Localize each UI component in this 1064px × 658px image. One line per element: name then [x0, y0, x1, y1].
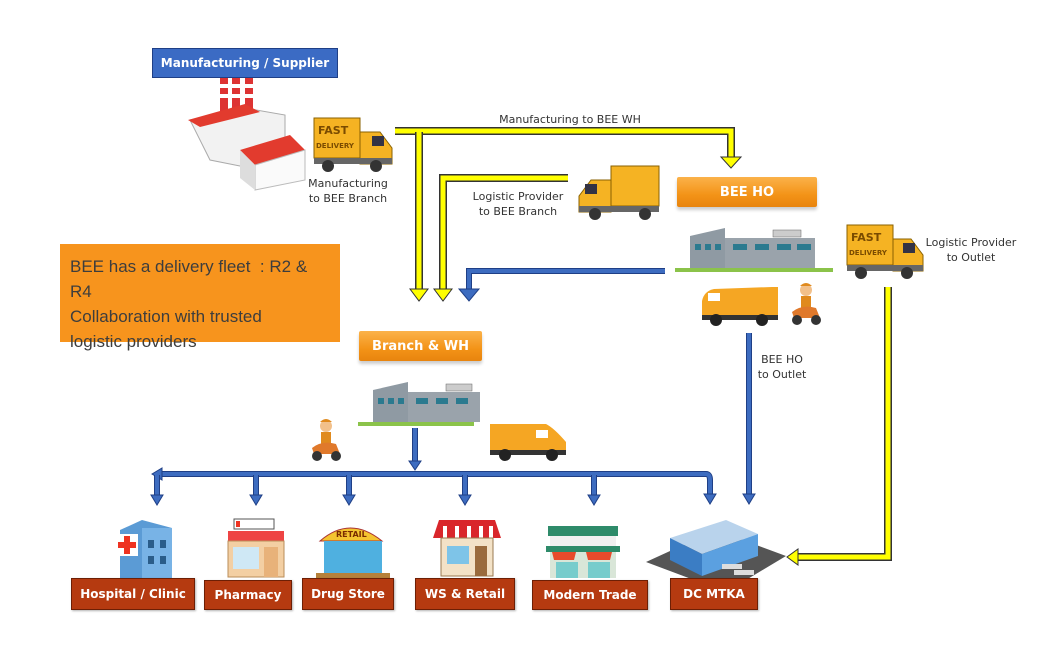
hospital-icon: [116, 520, 172, 578]
modern-trade-icon: [546, 526, 620, 578]
warehouse-icon-ho: [675, 228, 833, 272]
destination-label: Modern Trade: [543, 588, 637, 602]
warehouse-icon-branch: [358, 382, 480, 426]
label-line: Logistic Provider: [472, 190, 564, 203]
destination-drug-store: Drug Store: [302, 578, 394, 610]
label-mfg-to-wh: Manufacturing to BEE WH: [499, 113, 641, 126]
branch-wh-label: Branch & WH: [372, 338, 469, 354]
drop-arrow: [587, 475, 601, 506]
scooter-rider-icon-ho: [792, 283, 821, 325]
note-line: BEE has a delivery fleet : R2 & R4: [70, 257, 308, 301]
label-line: Manufacturing: [308, 177, 388, 190]
destination-label: Drug Store: [311, 587, 385, 601]
label-lp-to-outlet: Logistic Provider to Outlet: [919, 235, 1023, 265]
svg-text:DELIVERY: DELIVERY: [849, 249, 888, 257]
label-mfg-to-branch: Manufacturing to BEE Branch: [296, 176, 400, 206]
label-ho-to-outlet: BEE HO to Outlet: [750, 352, 814, 382]
van-icon-ho: [702, 287, 778, 326]
drop-arrow: [342, 475, 356, 506]
arrow-mfg-to-wh: [395, 127, 743, 169]
bee-ho-label: BEE HO: [719, 184, 775, 200]
van-icon-branch: [490, 424, 566, 461]
destination-label: Pharmacy: [214, 588, 282, 602]
pharmacy-icon: [227, 518, 285, 578]
bee-ho-node: BEE HO: [677, 177, 817, 207]
manufacturing-supplier-label: Manufacturing / Supplier: [160, 56, 330, 70]
arrow-lp-to-outlet: [786, 287, 892, 566]
retail-store-icon: RETAIL: [316, 527, 390, 579]
note-line: logistic providers: [70, 332, 197, 351]
truck-icon-lp-branch: [578, 165, 660, 220]
manufacturing-supplier-header: Manufacturing / Supplier: [152, 48, 338, 78]
destination-pharmacy: Pharmacy: [204, 580, 292, 610]
destination-modern-trade: Modern Trade: [532, 580, 648, 610]
note-line: Collaboration with trusted: [70, 307, 262, 326]
drop-arrow: [458, 475, 472, 506]
destination-label: WS & Retail: [424, 587, 506, 601]
label-lp-to-branch: Logistic Provider to BEE Branch: [462, 189, 574, 219]
drop-arrow: [150, 475, 164, 506]
svg-text:FAST: FAST: [851, 231, 882, 244]
arrow-branch-down: [408, 428, 422, 471]
scooter-rider-icon-branch: [312, 419, 341, 461]
arrow-distribution-bar: [151, 467, 717, 505]
svg-text:DELIVERY: DELIVERY: [316, 142, 355, 150]
label-line: to Outlet: [757, 368, 807, 381]
destination-label: Hospital / Clinic: [80, 587, 186, 601]
svg-text:FAST: FAST: [318, 124, 349, 137]
label-line: Logistic Provider: [925, 236, 1017, 249]
branch-wh-node: Branch & WH: [359, 331, 482, 361]
label-line: to BEE Branch: [478, 205, 558, 218]
destination-label: DC MTKA: [683, 587, 745, 601]
destination-ws-retail: WS & Retail: [415, 578, 515, 610]
label-line: BEE HO: [761, 353, 803, 366]
truck-icon-lp-outlet: FAST DELIVERY: [846, 224, 924, 279]
truck-icon-mfg: FAST DELIVERY: [313, 117, 393, 172]
destination-dc-mtka: DC MTKA: [670, 578, 758, 610]
arrow-mfg-to-branch: [409, 132, 429, 302]
label-line: to Outlet: [946, 251, 996, 264]
retail-sign: RETAIL: [336, 530, 367, 539]
destination-hospital-clinic: Hospital / Clinic: [71, 578, 195, 610]
arrow-ho-to-outlet: [742, 333, 756, 505]
distribution-center-icon: [646, 520, 786, 592]
shop-icon: [433, 520, 501, 577]
arrow-lp-to-branch: [433, 174, 568, 302]
label-line: to BEE Branch: [308, 192, 388, 205]
fleet-note: BEE has a delivery fleet : R2 & R4 Colla…: [60, 244, 340, 351]
arrow-ho-to-branch: [457, 268, 665, 302]
arrow-drops: [150, 475, 601, 506]
drop-arrow: [249, 475, 263, 506]
factory-icon: [188, 78, 306, 191]
